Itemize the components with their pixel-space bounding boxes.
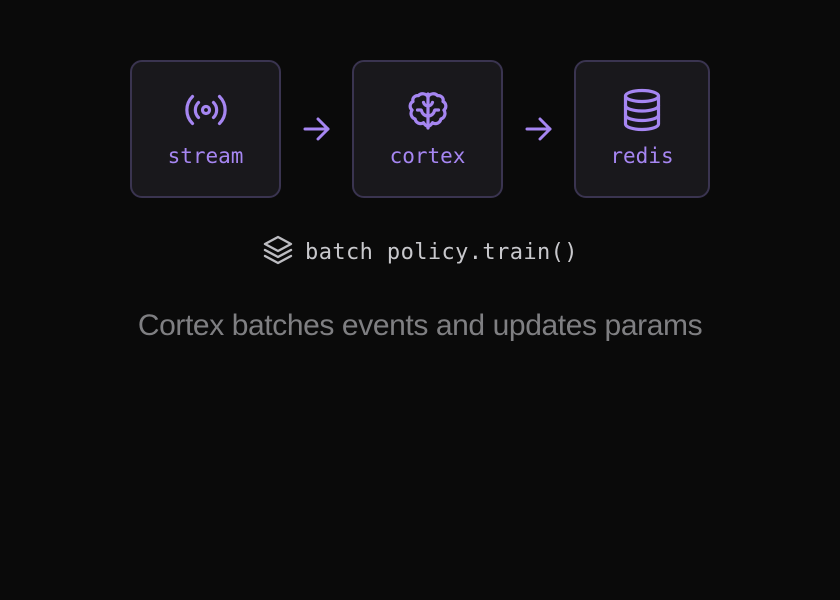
diagram-caption: Cortex batches events and updates params: [137, 309, 703, 342]
node-label-stream: stream: [167, 144, 244, 168]
node-stream: stream: [130, 60, 281, 198]
layers-icon: [262, 234, 294, 270]
broadcast-icon: [132, 86, 279, 134]
node-label-redis: redis: [610, 144, 674, 168]
batch-command: batch policy.train(): [305, 239, 578, 265]
brain-icon: [354, 86, 501, 134]
node-redis: redis: [574, 60, 710, 198]
database-icon: [576, 86, 708, 134]
node-label-cortex: cortex: [389, 144, 466, 168]
node-cortex: cortex: [352, 60, 503, 198]
arrow-right-icon: [524, 114, 554, 148]
arrow-right-icon: [302, 114, 332, 148]
batch-step: batch policy.train(): [0, 234, 840, 270]
